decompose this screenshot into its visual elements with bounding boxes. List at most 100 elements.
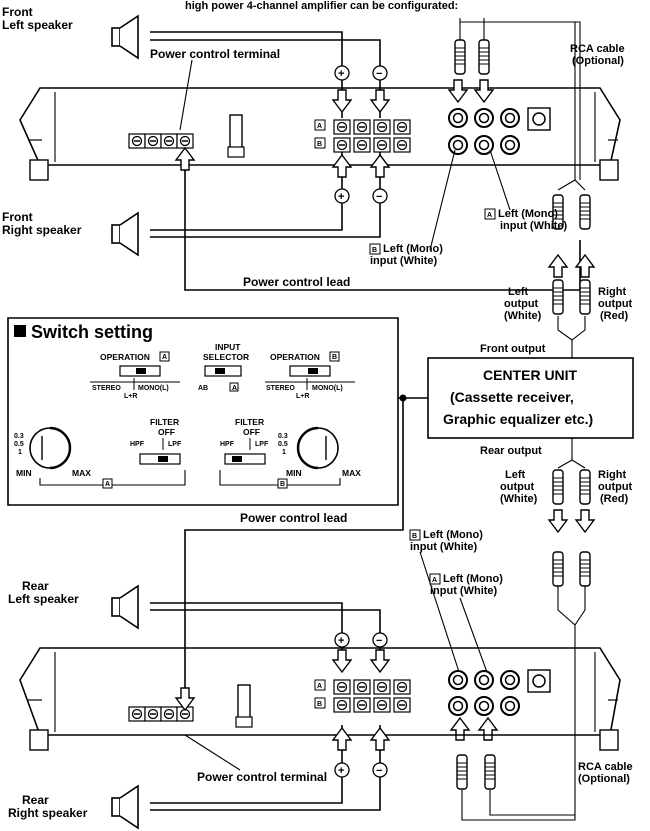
label-power-control-terminal-bottom: Power control terminal bbox=[197, 770, 327, 784]
speaker-terminal-block-top[interactable] bbox=[333, 119, 411, 153]
label-a-left-input-top-2: input (White) bbox=[500, 220, 568, 232]
svg-text:+: + bbox=[338, 191, 344, 203]
svg-text:STEREO: STEREO bbox=[266, 385, 295, 392]
svg-text:A: A bbox=[162, 354, 167, 361]
label-right-output-front-1: Right bbox=[598, 286, 626, 298]
svg-text:MONO(L): MONO(L) bbox=[312, 385, 343, 392]
center-unit-title: CENTER UNIT bbox=[483, 367, 578, 383]
label-rca-cable-top-2: (Optional) bbox=[572, 55, 624, 67]
svg-text:FILTER: FILTER bbox=[150, 417, 179, 427]
label-rear-left-1: Rear bbox=[22, 579, 49, 593]
svg-text:HPF: HPF bbox=[220, 441, 235, 448]
svg-text:+: + bbox=[338, 68, 344, 80]
label-power-control-lead-top: Power control lead bbox=[243, 275, 350, 289]
top-speaker-wires bbox=[150, 31, 581, 291]
rca-cable-top bbox=[448, 18, 595, 350]
svg-text:1: 1 bbox=[282, 449, 286, 456]
label-rear-right-1: Rear bbox=[22, 793, 49, 807]
svg-text:LPF: LPF bbox=[255, 441, 269, 448]
bottom-amplifier: A B bbox=[19, 647, 621, 751]
svg-text:A: A bbox=[105, 481, 110, 488]
svg-text:MAX: MAX bbox=[342, 468, 361, 478]
label-rca-cable-top-1: RCA cable bbox=[570, 43, 625, 55]
svg-text:−: − bbox=[376, 635, 382, 647]
label-rear-left-2: Left speaker bbox=[8, 592, 79, 606]
svg-text:+: + bbox=[338, 765, 344, 777]
center-unit-line-2: (Cassette receiver, bbox=[450, 389, 574, 405]
rca-cable-rear bbox=[450, 450, 595, 821]
switch-setting-panel: Switch setting OPERATION A STEREO MONO(L… bbox=[7, 317, 399, 506]
power-terminal-block-bottom[interactable] bbox=[128, 706, 194, 722]
rca-jacks-top[interactable] bbox=[448, 107, 551, 155]
center-unit-line-3: Graphic equalizer etc.) bbox=[443, 411, 593, 427]
label-front-right-1: Front bbox=[2, 210, 33, 224]
svg-text:+: + bbox=[338, 635, 344, 647]
label-rca-cable-bottom-1: RCA cable bbox=[578, 761, 633, 773]
svg-text:MAX: MAX bbox=[72, 468, 91, 478]
label-a-left-input-top-1: Left (Mono) bbox=[498, 208, 558, 220]
svg-text:MIN: MIN bbox=[16, 468, 32, 478]
label-front-right-2: Right speaker bbox=[2, 223, 82, 237]
svg-text:INPUT: INPUT bbox=[215, 342, 241, 352]
center-unit: CENTER UNIT (Cassette receiver, Graphic … bbox=[427, 357, 634, 439]
svg-text:L+R: L+R bbox=[296, 393, 309, 400]
label-right-output-front-2: output bbox=[598, 298, 633, 310]
label-b-left-input-top-1: Left (Mono) bbox=[383, 243, 443, 255]
label-power-control-terminal-top: Power control terminal bbox=[150, 47, 280, 61]
svg-text:0.5: 0.5 bbox=[14, 441, 24, 448]
filter-b-switch[interactable] bbox=[224, 453, 266, 465]
label-front-left-2: Left speaker bbox=[2, 18, 73, 32]
label-rear-right-2: Right speaker bbox=[8, 806, 88, 820]
gain-knob-a[interactable] bbox=[29, 426, 72, 470]
svg-text:B: B bbox=[412, 533, 417, 540]
operation-a-label: OPERATION bbox=[100, 352, 150, 362]
svg-text:B: B bbox=[332, 354, 337, 361]
speaker-front-left-icon bbox=[111, 15, 139, 59]
label-left-output-front-3: (White) bbox=[504, 310, 542, 322]
svg-text:HPF: HPF bbox=[130, 441, 145, 448]
svg-text:MONO(L): MONO(L) bbox=[138, 385, 169, 392]
svg-text:FILTER: FILTER bbox=[235, 417, 264, 427]
svg-text:0.3: 0.3 bbox=[14, 433, 24, 440]
svg-text:OFF: OFF bbox=[158, 427, 175, 437]
speaker-terminal-block-bottom[interactable] bbox=[333, 679, 411, 713]
label-a-left-input-bottom-1: Left (Mono) bbox=[443, 573, 503, 585]
label-front-left-1: Front bbox=[2, 5, 33, 19]
polarity-marks-top: + − + − bbox=[334, 65, 388, 204]
svg-text:AB: AB bbox=[198, 385, 208, 392]
label-left-output-front-1: Left bbox=[508, 286, 529, 298]
gain-knob-b[interactable] bbox=[296, 426, 339, 470]
svg-text:LPF: LPF bbox=[168, 441, 182, 448]
svg-text:−: − bbox=[376, 191, 382, 203]
top-amplifier: A B bbox=[19, 87, 621, 181]
svg-text:0.3: 0.3 bbox=[278, 433, 288, 440]
badge-a-top: A bbox=[317, 123, 322, 130]
label-right-output-front-3: (Red) bbox=[600, 310, 628, 322]
speaker-rear-right-icon bbox=[111, 785, 139, 829]
label-a-left-input-bottom-2: input (White) bbox=[430, 585, 498, 597]
svg-text:STEREO: STEREO bbox=[92, 385, 121, 392]
label-left-output-front-2: output bbox=[504, 298, 539, 310]
label-b-left-input-top-2: input (White) bbox=[370, 255, 438, 267]
rca-jacks-bottom[interactable] bbox=[448, 669, 551, 716]
switch-setting-title: Switch setting bbox=[31, 322, 153, 342]
svg-text:0.5: 0.5 bbox=[278, 441, 288, 448]
svg-text:−: − bbox=[376, 68, 382, 80]
label-rear-output: Rear output bbox=[480, 445, 542, 457]
label-right-output-rear-3: (Red) bbox=[600, 493, 628, 505]
speaker-front-right-icon bbox=[111, 212, 139, 256]
svg-text:B: B bbox=[372, 247, 377, 254]
polarity-marks-bottom: + − + − bbox=[334, 632, 388, 778]
label-left-output-rear-2: output bbox=[500, 481, 535, 493]
label-power-control-lead-bottom: Power control lead bbox=[240, 511, 347, 525]
badge-b-top: B bbox=[317, 141, 322, 148]
label-left-output-rear-1: Left bbox=[505, 469, 526, 481]
header-text: high power 4-channel amplifier can be co… bbox=[185, 0, 458, 12]
svg-text:B: B bbox=[317, 701, 322, 708]
operation-b-label: OPERATION bbox=[270, 352, 320, 362]
power-terminal-block-top[interactable] bbox=[128, 133, 194, 149]
svg-text:−: − bbox=[376, 765, 382, 777]
svg-text:MIN: MIN bbox=[286, 468, 302, 478]
label-rca-cable-bottom-2: (Optional) bbox=[578, 773, 630, 785]
